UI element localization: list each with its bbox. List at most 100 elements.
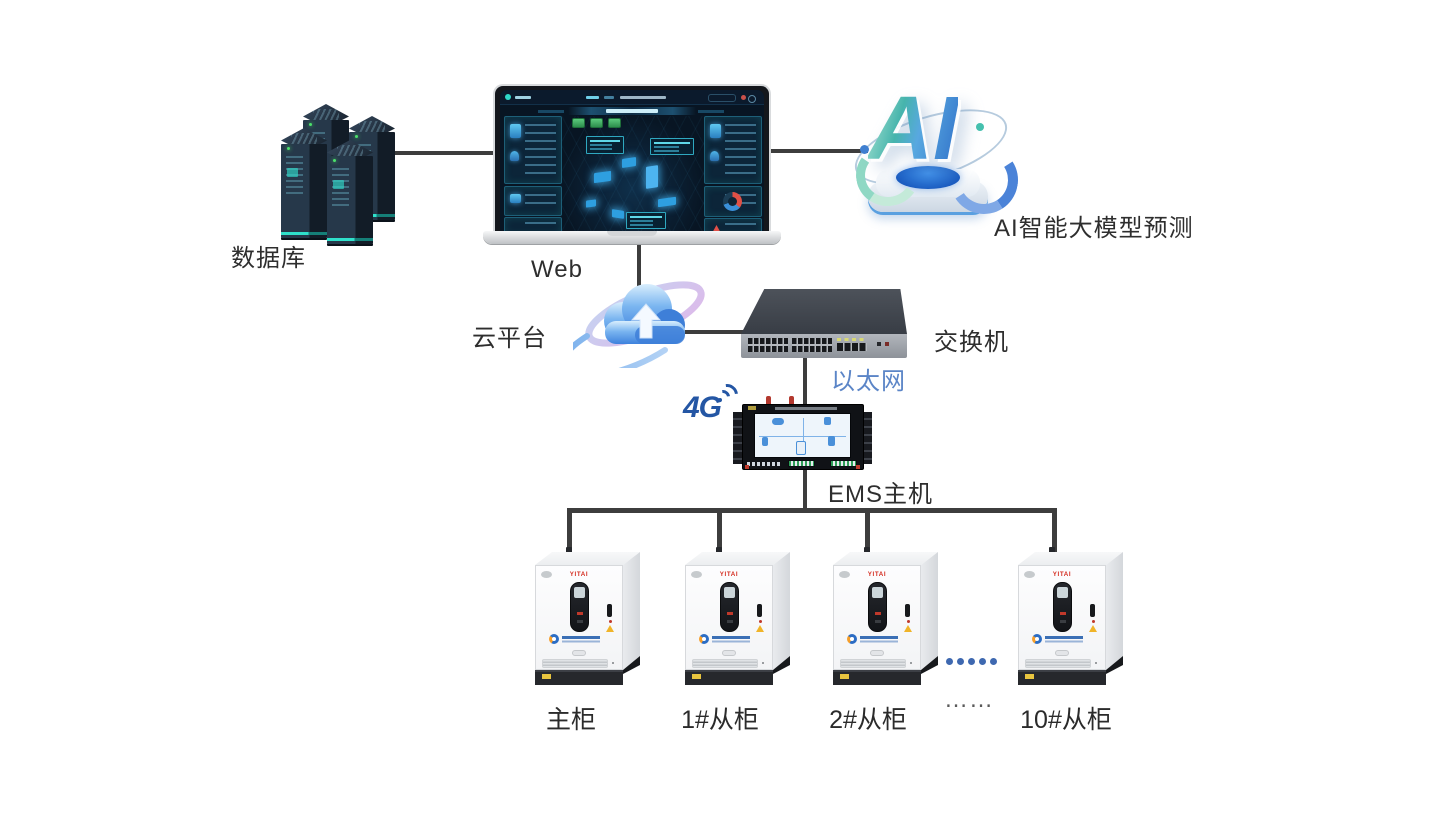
cabinet-brand: YITAI xyxy=(1052,571,1072,578)
dashboard-panel xyxy=(504,217,562,233)
grille-dot xyxy=(1095,662,1097,664)
cabinet-control-panel xyxy=(868,582,887,632)
cabinet-base xyxy=(833,670,921,685)
ems-label: EMS主机 xyxy=(828,481,934,508)
drop-cabinet-4 xyxy=(1052,508,1057,556)
switch-port-labels xyxy=(837,338,867,341)
cabinet-front: YITAI xyxy=(685,565,773,670)
status-badge xyxy=(590,118,603,128)
cabinet-base xyxy=(685,670,773,685)
warning-triangle-icon xyxy=(1089,625,1097,632)
database-servers xyxy=(281,104,397,244)
vent-circle-icon xyxy=(541,571,552,578)
ems-red-marker xyxy=(745,465,749,469)
cabinet-control-panel xyxy=(720,582,739,632)
cloud-label: 云平台 xyxy=(472,325,547,352)
cabinet-handle xyxy=(722,650,736,656)
ems-mounting-ear xyxy=(733,412,742,464)
warning-triangle-icon xyxy=(904,625,912,632)
server-tower xyxy=(281,128,327,238)
ems-terminal-block xyxy=(830,460,857,467)
more-cabinets-dots xyxy=(946,658,997,665)
ems-screen-icon xyxy=(828,436,835,446)
warning-triangle-icon xyxy=(756,625,764,632)
dashboard-search xyxy=(708,94,736,102)
dashboard-panel xyxy=(504,186,562,216)
alarm-triangle-icon xyxy=(711,225,722,233)
drop-cabinet-1 xyxy=(567,508,572,556)
ems-screen-icon xyxy=(824,417,831,425)
ems-red-marker xyxy=(856,465,860,469)
base-label xyxy=(692,674,701,679)
dashboard-ui xyxy=(500,90,764,233)
cabinet-side xyxy=(773,552,790,670)
cabinet-indicator xyxy=(1092,620,1095,623)
cabinet-label-2: 2#从柜 xyxy=(829,706,907,734)
ai-blue-disc xyxy=(896,166,960,189)
cabinet-front: YITAI xyxy=(833,565,921,670)
grille-dot xyxy=(762,662,764,664)
ems-antenna xyxy=(766,396,771,405)
ems-terminal-block xyxy=(788,460,815,467)
cabinet-indicator xyxy=(907,620,910,623)
cabinet-side xyxy=(623,552,640,670)
network-switch-front xyxy=(741,334,907,358)
cabinet-antenna xyxy=(1049,547,1055,554)
warning-triangle-icon xyxy=(606,625,614,632)
ethernet-label: 以太网 xyxy=(831,368,906,395)
cabinet-slave-2: YITAI xyxy=(833,547,939,687)
cabinet-antenna xyxy=(716,547,722,554)
cabinet-handle xyxy=(870,650,884,656)
cabinet-top xyxy=(833,552,938,565)
connector-laptop-ai xyxy=(769,149,868,153)
cabinet-control-panel xyxy=(570,582,589,632)
cabinet-antenna xyxy=(566,547,572,554)
vent-grille xyxy=(840,659,906,668)
orbit-dot-teal xyxy=(976,123,984,131)
cabinet-control-panel xyxy=(1053,582,1072,632)
switch-label: 交换机 xyxy=(934,329,1009,356)
base-label xyxy=(1025,674,1034,679)
vent-circle-icon xyxy=(839,571,850,578)
ems-screen-icon xyxy=(796,441,806,455)
switch-port-block xyxy=(792,338,832,352)
cloud-platform-icon xyxy=(573,281,705,368)
cabinet-front: YITAI xyxy=(1018,565,1106,670)
ai-logo-letters: AI xyxy=(868,79,958,179)
cabinet-slave-1: YITAI xyxy=(685,547,791,687)
ems-screen-cloud-icon xyxy=(772,418,784,425)
cabinet-antenna xyxy=(864,547,870,554)
dashboard-header xyxy=(500,90,764,105)
orbit-dot-blue xyxy=(860,145,869,154)
cabinet-front: YITAI xyxy=(535,565,623,670)
grille-dot xyxy=(910,662,912,664)
cabinet-brand: YITAI xyxy=(569,571,589,578)
connector-cloud-switch xyxy=(652,330,745,334)
cabinet-main: YITAI xyxy=(535,547,641,687)
dashboard-title-banner xyxy=(538,107,696,115)
laptop-screen xyxy=(493,84,771,233)
grille-dot xyxy=(612,662,614,664)
switch-sfp-ports xyxy=(837,343,867,351)
ai-caption: AI智能大模型预测 xyxy=(994,215,1194,242)
cabinet-brand: YITAI xyxy=(867,571,887,578)
cabinet-base xyxy=(535,670,623,685)
cabinet-top xyxy=(685,552,790,565)
connector-switch-ems xyxy=(803,356,807,406)
company-logo-icon xyxy=(549,634,600,644)
switch-led xyxy=(877,342,881,346)
cabinet-slot xyxy=(607,604,612,617)
dashboard-panel xyxy=(704,218,762,233)
ems-title-bar xyxy=(775,407,837,410)
laptop-base xyxy=(483,231,781,244)
vent-circle-icon xyxy=(1024,571,1035,578)
server-tower xyxy=(327,140,373,244)
signal-waves-icon xyxy=(716,384,736,404)
company-logo-icon xyxy=(699,634,750,644)
bus-line xyxy=(567,508,1057,513)
web-label: Web xyxy=(531,256,583,283)
cabinet-top xyxy=(1018,552,1123,565)
dashboard-panel xyxy=(504,116,562,184)
ems-screen-icon xyxy=(762,437,768,446)
